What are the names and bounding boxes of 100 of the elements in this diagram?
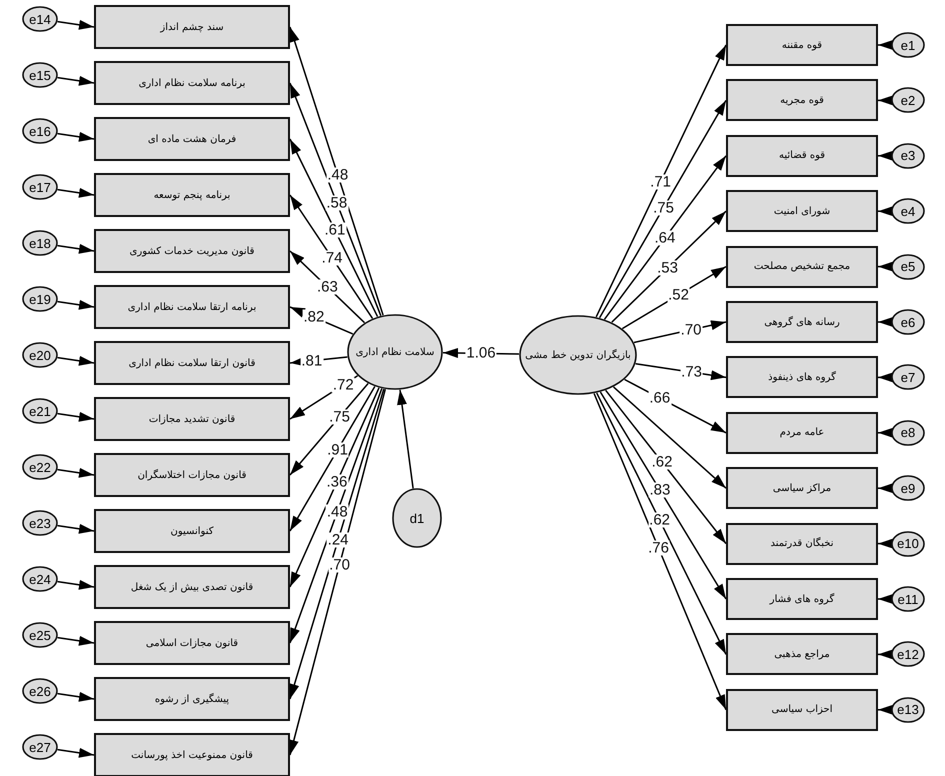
arrow (289, 388, 382, 644)
edge-label: .62 (648, 512, 672, 528)
arrow (611, 210, 727, 323)
error-circle: e10 (891, 530, 925, 557)
arrow (878, 317, 893, 327)
edge-label: 1.06 (465, 346, 497, 361)
edge-label: .24 (326, 532, 350, 548)
error-circle: e22 (22, 454, 58, 480)
arrow (58, 748, 94, 758)
indicator-box: برنامه سلامت نظام اداری (94, 61, 290, 105)
indicator-box: قانون تشدید مجازات (94, 397, 290, 441)
edge-label: .36 (325, 474, 348, 490)
error-circle: e16 (22, 118, 58, 144)
edge-label: .52 (667, 288, 690, 302)
error-circle: e13 (891, 696, 925, 723)
indicator-box: مراجع مذهبی (726, 633, 878, 676)
arrow (878, 649, 893, 660)
error-circle: e26 (22, 678, 58, 704)
error-circle: e5 (891, 254, 925, 280)
arrow (289, 82, 382, 316)
arrow (58, 356, 94, 366)
edge-label: .53 (656, 260, 679, 276)
indicator-box: قانون تصدی بیش از یک شغل (94, 565, 290, 609)
arrow (58, 636, 94, 646)
indicator-box: عامه مردم (726, 412, 878, 454)
arrow (613, 386, 726, 489)
latent-ellipse: بازیگران تدوین خط مشی (519, 315, 637, 395)
arrow (878, 538, 893, 549)
arrow (593, 393, 727, 710)
error-circle: e17 (22, 174, 58, 200)
indicator-box: قوه مقننه (726, 24, 878, 66)
error-circle: e12 (891, 641, 925, 668)
arrow (604, 155, 727, 320)
error-circle: e24 (22, 566, 58, 592)
error-circle: e4 (891, 198, 925, 224)
arrow (289, 138, 378, 317)
indicator-box: مراکز سیاسی (726, 467, 878, 510)
error-circle: e1 (891, 32, 925, 58)
arrow (878, 428, 893, 438)
indicator-box: قانون مجازات اختلاسگران (94, 453, 290, 497)
error-circle: e8 (891, 420, 925, 446)
arrow (600, 392, 727, 600)
edge-label: .48 (326, 504, 349, 520)
edge-label: .75 (328, 410, 351, 424)
arrow (58, 300, 94, 310)
arrow (289, 383, 369, 476)
indicator-box: شورای امنیت (726, 190, 878, 232)
arrow (58, 580, 94, 590)
indicator-box: برنامه ارتقا سلامت نظام اداری (94, 285, 290, 329)
arrow (605, 390, 727, 544)
error-circle: e20 (22, 342, 58, 368)
arrow (878, 594, 893, 604)
error-circle: e3 (891, 142, 925, 169)
arrow (58, 76, 94, 86)
edge-label: .61 (323, 222, 346, 238)
arrow (878, 483, 893, 494)
arrow (634, 320, 726, 344)
indicator-box: رسانه های گروهی (726, 301, 878, 343)
error-circle: e23 (22, 510, 58, 536)
edge-label: .70 (328, 558, 351, 572)
edge-label: .72 (332, 378, 355, 392)
arrow (878, 150, 893, 161)
error-circle: e6 (891, 309, 925, 335)
indicator-box: کنوانسیون (94, 509, 290, 553)
indicator-box: گروه های ذینفوذ (726, 356, 878, 398)
arrow (58, 692, 94, 702)
edge-label: .64 (653, 230, 676, 246)
indicator-box: قانون مجازات اسلامی (94, 621, 290, 665)
arrow (58, 20, 94, 30)
error-circle: e27 (22, 734, 58, 760)
edge-label: .66 (648, 390, 672, 406)
edge-label: .58 (325, 196, 348, 210)
arrow (58, 244, 94, 254)
indicator-box: قوه قضائیه (726, 134, 878, 177)
indicator-box: فرمان هشت ماده ای (94, 117, 290, 161)
arrow (878, 704, 893, 715)
edge-label: .74 (320, 250, 344, 266)
arrow (289, 388, 380, 588)
edge-label: .70 (680, 322, 703, 338)
indicator-box: سند چشم انداز (94, 5, 290, 49)
edge-label: .62 (650, 454, 674, 470)
edge-label: .71 (649, 174, 672, 190)
arrow (596, 392, 727, 655)
error-circle: e15 (22, 62, 58, 88)
arrow (288, 389, 386, 756)
edge-label: .82 (302, 310, 326, 325)
arrow (635, 362, 726, 380)
arrow (290, 375, 358, 420)
edge-label: .73 (680, 364, 704, 380)
indicator-box: مجمع تشخیص مصلحت (726, 246, 878, 288)
indicator-box: قانون ممنوعیت اخذ پورسانت (94, 733, 290, 776)
arrow (878, 206, 893, 216)
edge-label: .63 (316, 280, 339, 294)
arrow (598, 100, 727, 318)
indicator-box: پیشگیری از رشوه (94, 677, 290, 721)
arrow (58, 468, 94, 478)
arrow (289, 194, 374, 319)
arrow (878, 40, 893, 50)
arrow (58, 188, 94, 198)
arrow (622, 266, 726, 330)
